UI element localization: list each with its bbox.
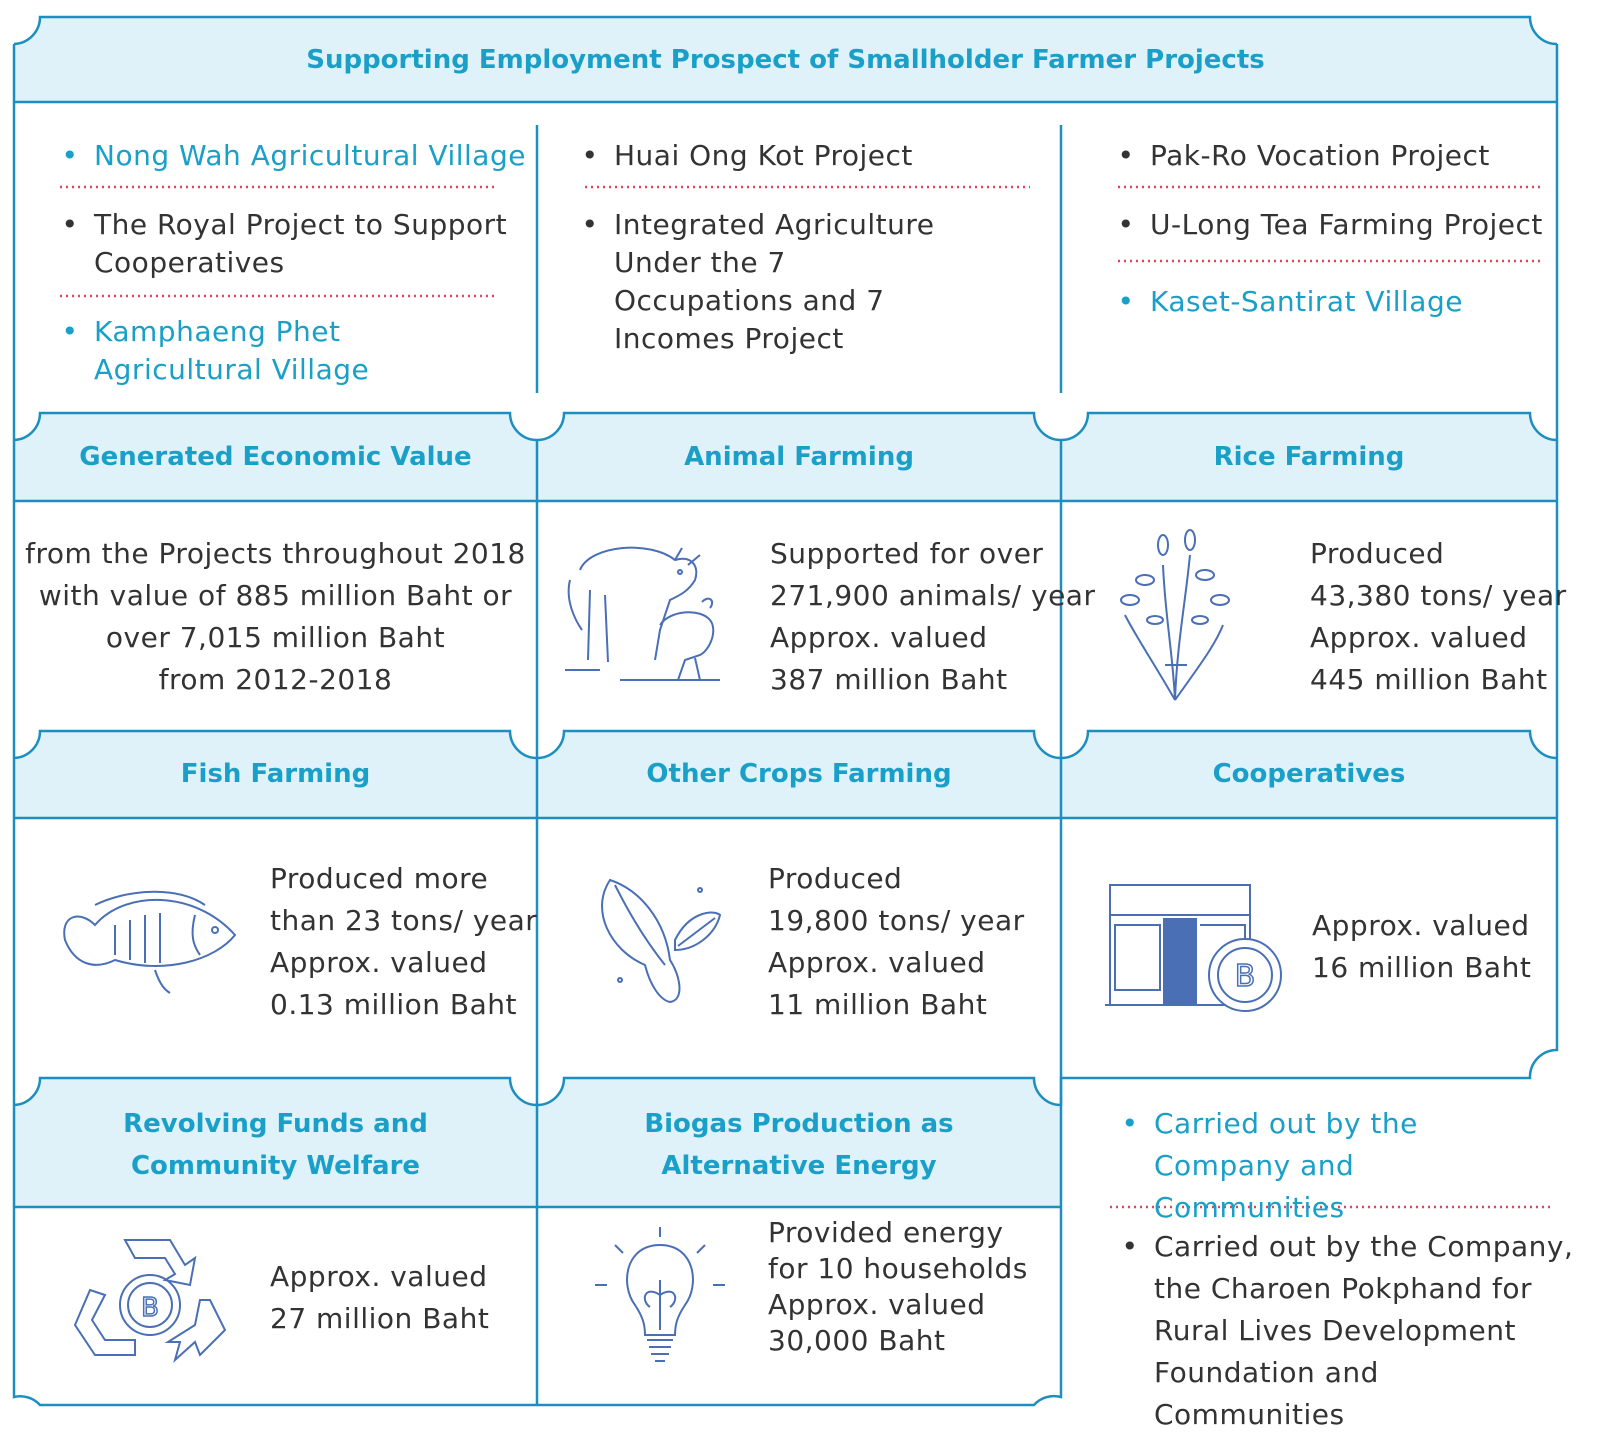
project-item: •Huai Ong Kot Project: [581, 139, 913, 172]
rice-farming-title: Rice Farming: [1213, 442, 1405, 472]
project-item: •U-Long Tea Farming Project: [1117, 208, 1543, 241]
cooperatives-title: Cooperatives: [1212, 759, 1406, 789]
biogas-text: Provided energy for 10 households Approx…: [768, 1216, 1028, 1357]
economic-value-title: Generated Economic Value: [79, 442, 472, 472]
page-title: Supporting Employment Prospect of Smallh…: [306, 45, 1265, 75]
rice-plant-icon: [1120, 529, 1230, 701]
project-item: •Integrated Agriculture Under the 7 Occu…: [581, 208, 935, 355]
svg-text:B: B: [1235, 959, 1256, 994]
economic-value-text: from the Projects throughout 2018 with v…: [25, 537, 526, 696]
project-item: •Pak-Ro Vocation Project: [1117, 139, 1490, 172]
legend-company-foundation: •Carried out by the Company, the Charoen…: [1121, 1230, 1574, 1431]
animal-farming-title: Animal Farming: [684, 442, 914, 472]
lightbulb-leaf-icon: [595, 1227, 725, 1362]
other-crops-text: Produced 19,800 tons/ year Approx. value…: [768, 862, 1025, 1021]
biogas-title: Biogas Production as Alternative Energy: [644, 1109, 954, 1181]
pig-chicken-icon: [565, 546, 720, 681]
fish-icon: [63, 890, 237, 994]
animal-farming-text: Supported for over 271,900 animals/ year…: [770, 537, 1096, 696]
rice-farming-text: Produced 43,380 tons/ year Approx. value…: [1310, 537, 1567, 696]
revolving-funds-title: Revolving Funds and Community Welfare: [123, 1109, 428, 1181]
project-item: •Kamphaeng Phet Agricultural Village: [61, 315, 370, 386]
shop-coin-icon: B: [1105, 884, 1282, 1012]
fish-farming-title: Fish Farming: [180, 759, 371, 789]
project-item: •Nong Wah Agricultural Village: [61, 139, 526, 172]
revolving-funds-text: Approx. valued 27 million Baht: [270, 1260, 490, 1335]
recycle-coin-icon: B: [73, 1239, 227, 1364]
project-item: •Kaset-Santirat Village: [1117, 285, 1463, 318]
fish-farming-text: Produced more than 23 tons/ year Approx.…: [270, 862, 538, 1021]
vegetable-icon: [601, 878, 722, 1004]
cooperatives-text: Approx. valued 16 million Baht: [1312, 909, 1532, 984]
legend-company-communities: •Carried out by the Company and Communit…: [1121, 1107, 1418, 1224]
other-crops-title: Other Crops Farming: [646, 759, 952, 789]
project-item: •The Royal Project to Support Cooperativ…: [61, 208, 508, 279]
svg-text:B: B: [141, 1293, 159, 1323]
